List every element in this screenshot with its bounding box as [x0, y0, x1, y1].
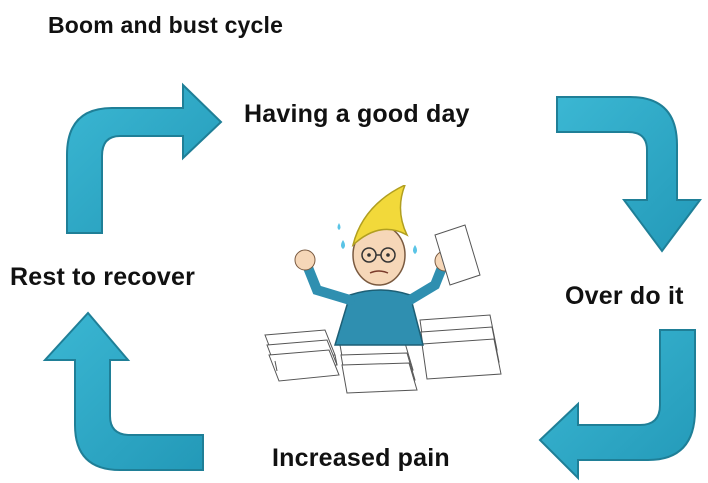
stage-having-good-day: Having a good day: [244, 100, 470, 128]
arrow-bottom-right: [538, 329, 696, 481]
stage-over-do-it: Over do it: [565, 282, 684, 310]
stressed-person-illustration: [264, 185, 502, 394]
stage-rest-to-recover: Rest to recover: [10, 263, 196, 291]
paper-stack-left-icon: [264, 329, 340, 382]
held-paper-icon: [434, 224, 481, 286]
arrow-top-right: [556, 96, 702, 253]
arrow-top-left: [66, 82, 223, 234]
paper-stack-center-icon: [339, 342, 418, 394]
paper-stack-right-icon: [419, 314, 502, 380]
person-hair: [351, 185, 409, 248]
diagram-title: Boom and bust cycle: [48, 12, 284, 38]
stage-increased-pain: Increased pain: [272, 444, 450, 472]
arrow-bottom-left: [42, 311, 204, 471]
person-body: [333, 289, 424, 346]
